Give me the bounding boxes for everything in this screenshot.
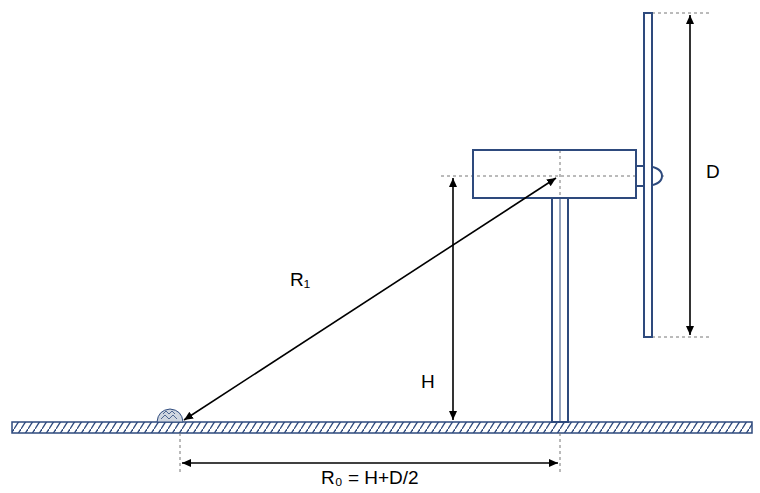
rotor-blade [644,13,652,337]
dimension-label: H [419,371,437,394]
dimension-label: D [704,161,722,184]
tower-inner [560,198,561,422]
dimension-label: R₁ [288,269,312,292]
observer-symbol [157,409,183,422]
guide-lines [180,13,712,472]
ground [12,422,752,433]
dimension-label: R₀ = H+D/2 [319,467,421,490]
tower [552,198,568,422]
dimension-arrows [182,15,690,463]
nacelle [473,150,636,198]
